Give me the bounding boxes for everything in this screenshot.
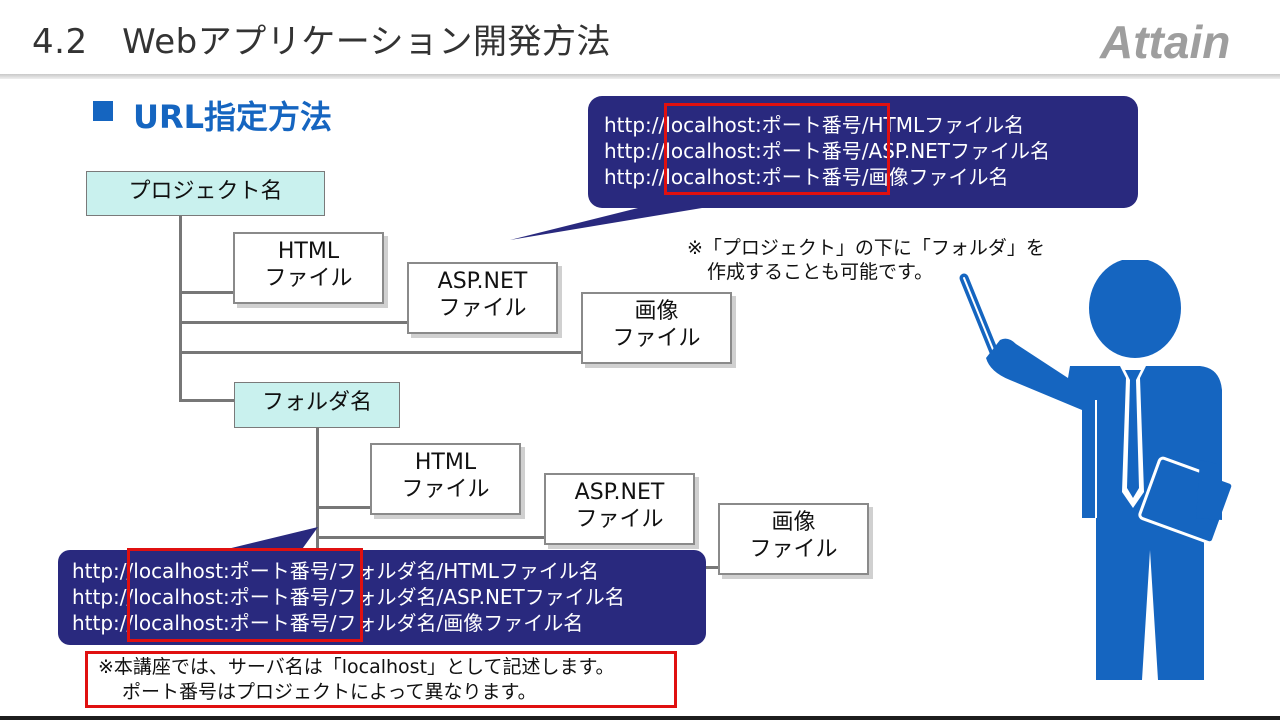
file-label: ASP.NET: [437, 269, 528, 294]
note-line: ポート番号はプロジェクトによって異なります。: [122, 681, 537, 703]
folder-note: ※「プロジェクト」の下に「フォルダ」を 作成することも可能です。: [687, 236, 1045, 284]
file-label: ファイル: [612, 326, 701, 351]
url-callout-folder: http://localhost:ポート番号/フォルダ名/HTMLファイル名 h…: [58, 550, 706, 645]
url-line: http://localhost:ポート番号/フォルダ名/ASP.NETファイル…: [72, 585, 625, 609]
file-label: ファイル: [575, 507, 664, 532]
tree-line: [179, 351, 582, 354]
folder-node: フォルダ名: [234, 382, 400, 428]
svg-text:Attain: Attain: [1099, 16, 1230, 68]
file-label: ファイル: [749, 537, 838, 562]
file-label: HTML: [277, 239, 340, 264]
url-line: http://localhost:ポート番号/ASP.NETファイル名: [604, 139, 1051, 163]
note-line: 作成することも可能です。: [707, 261, 934, 283]
presenter-figure-icon: [959, 260, 1235, 680]
file-node-html: HTML ファイル: [233, 232, 384, 304]
url-callout-project: http://localhost:ポート番号/HTMLファイル名 http://…: [588, 96, 1138, 208]
project-node: プロジェクト名: [86, 171, 325, 216]
file-label: HTML: [414, 450, 477, 475]
tree-line: [179, 291, 234, 294]
tree-line: [316, 428, 319, 570]
folder-label: フォルダ名: [261, 390, 372, 415]
project-label: プロジェクト名: [128, 179, 283, 204]
file-node-aspnet: ASP.NET ファイル: [407, 262, 558, 334]
file-node-html: HTML ファイル: [370, 443, 521, 515]
tree-line: [179, 399, 235, 402]
file-label: ASP.NET: [574, 480, 665, 505]
tree-line: [316, 536, 545, 539]
tree-line: [316, 506, 371, 509]
host-port-highlight: [664, 103, 890, 195]
host-port-highlight: [127, 548, 363, 642]
localhost-note: ※本講座では、サーバ名は「localhost」として記述します。 ポート番号はプ…: [85, 651, 677, 708]
note-line: ※本講座では、サーバ名は「localhost」として記述します。: [98, 656, 615, 678]
page-title: 4.2 Webアプリケーション開発方法: [32, 22, 612, 62]
url-line: http://localhost:ポート番号/画像ファイル名: [604, 165, 1009, 189]
file-label: ファイル: [264, 266, 353, 291]
tree-line: [179, 321, 408, 324]
file-label: 画像: [634, 299, 679, 324]
url-line: http://localhost:ポート番号/フォルダ名/画像ファイル名: [72, 611, 584, 635]
file-label: 画像: [771, 510, 816, 535]
url-line: http://localhost:ポート番号/HTMLファイル名: [604, 113, 1025, 137]
footer-rule: [0, 716, 1280, 720]
section-bullet: [93, 101, 113, 121]
file-node-aspnet: ASP.NET ファイル: [544, 473, 695, 545]
file-label: ファイル: [438, 296, 527, 321]
url-line: http://localhost:ポート番号/フォルダ名/HTMLファイル名: [72, 559, 599, 583]
tree-line: [179, 216, 182, 401]
file-node-image: 画像 ファイル: [581, 292, 732, 364]
file-node-image: 画像 ファイル: [718, 503, 869, 575]
file-label: ファイル: [401, 477, 490, 502]
pointer-stick-icon: [959, 273, 999, 357]
header-divider: [0, 74, 1280, 79]
logo: Attain: [1099, 16, 1230, 68]
section-title: URL指定方法: [133, 98, 333, 136]
note-line: ※「プロジェクト」の下に「フォルダ」を: [687, 237, 1045, 259]
